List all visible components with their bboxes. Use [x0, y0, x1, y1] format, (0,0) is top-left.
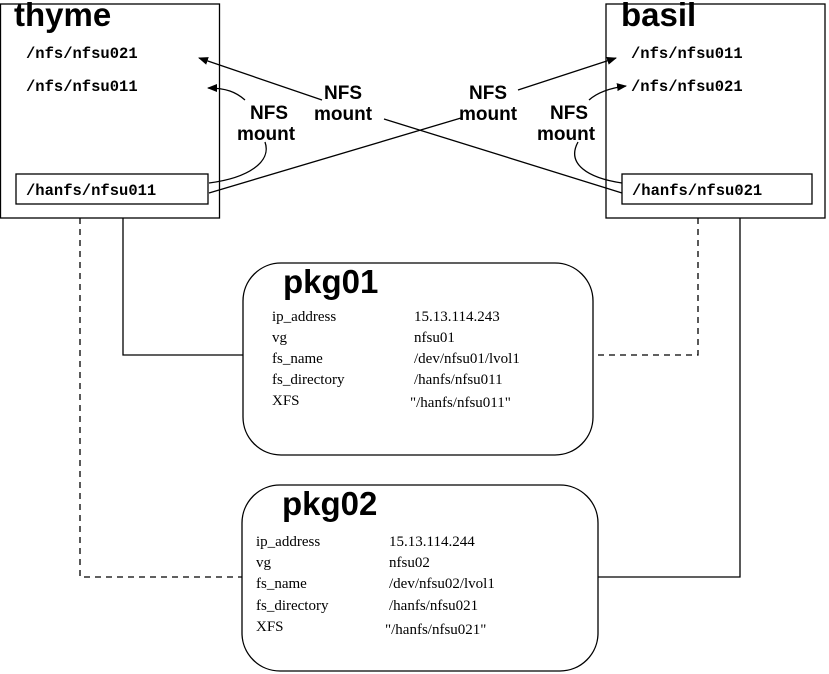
pkg02-attr-val-1: 15.13.114.244: [389, 534, 475, 550]
package-pkg02: pkg02 ip_address 15.13.114.244 vg nfsu02…: [241, 484, 599, 672]
basil-mount-label-2: mount: [537, 124, 596, 145]
pkg01-attr-val-2: nfsu01: [414, 330, 455, 346]
pkg01-box: [242, 262, 594, 456]
pkg01-title: pkg01: [283, 263, 378, 300]
pkg02-attr-key-2: vg: [256, 555, 272, 571]
pkg02-title: pkg02: [282, 485, 377, 522]
host-thyme: thyme /nfs/nfsu021 /nfs/nfsu011 /hanfs/n…: [0, 0, 296, 219]
basil-mount-label-1: NFS: [550, 103, 588, 124]
thyme-export-path: /hanfs/nfsu011: [26, 182, 156, 200]
pkg01-attr-key-1: ip_address: [272, 309, 336, 325]
link-thyme-pkg01-active: [122, 218, 243, 356]
cross-label-right-1: NFS: [469, 83, 507, 104]
pkg02-attr-key-5: XFS: [256, 619, 284, 635]
pkg02-attr-key-1: ip_address: [256, 534, 320, 550]
pkg01-attr-val-5: "/hanfs/nfsu011": [410, 395, 511, 411]
pkg01-attr-key-3: fs_name: [272, 351, 323, 367]
basil-mount-2: /nfs/nfsu021: [631, 78, 743, 96]
pkg01-attr-val-1: 15.13.114.243: [414, 309, 500, 325]
pkg02-attr-val-2: nfsu02: [389, 555, 430, 571]
pkg01-attr-key-2: vg: [272, 330, 288, 346]
host-basil-title: basil: [621, 0, 696, 33]
thyme-mount-label-1: NFS: [250, 103, 288, 124]
pkg02-attr-key-3: fs_name: [256, 576, 307, 592]
host-basil: basil /nfs/nfsu011 /nfs/nfsu021 /hanfs/n…: [537, 0, 826, 219]
thyme-mount-label-2: mount: [237, 124, 296, 145]
basil-export-box: [621, 173, 813, 205]
thyme-export-box: [15, 173, 209, 205]
package-pkg01: pkg01 ip_address 15.13.114.243 vg nfsu01…: [242, 262, 594, 456]
basil-export-path: /hanfs/nfsu021: [632, 182, 762, 200]
pkg01-attr-key-5: XFS: [272, 393, 300, 409]
arrow-basil-to-thyme: [199, 58, 623, 194]
thyme-mount-1: /nfs/nfsu021: [26, 45, 138, 63]
pkg02-box: [241, 484, 599, 672]
link-basil-pkg02-active: [598, 218, 741, 578]
pkg01-attr-val-3: /dev/nfsu01/lvol1: [414, 351, 520, 367]
host-thyme-title: thyme: [14, 0, 111, 33]
thyme-mount-2: /nfs/nfsu011: [26, 78, 138, 96]
link-basil-pkg01-standby: [593, 218, 699, 356]
pkg01-attr-key-4: fs_directory: [272, 372, 345, 388]
pkg02-attr-val-4: /hanfs/nfsu021: [389, 598, 478, 614]
pkg02-attr-val-5: "/hanfs/nfsu021": [385, 622, 486, 638]
pkg01-attr-val-4: /hanfs/nfsu011: [414, 372, 503, 388]
arrow-thyme-local-mount: [208, 88, 267, 184]
pkg02-attr-key-4: fs_directory: [256, 598, 329, 614]
pkg02-attr-val-3: /dev/nfsu02/lvol1: [389, 576, 495, 592]
cross-label-left-1: NFS: [324, 83, 362, 104]
cross-label-left-2: mount: [314, 104, 373, 125]
link-thyme-pkg02-standby: [79, 218, 242, 578]
cross-label-right-2: mount: [459, 104, 518, 125]
arrow-basil-local-mount: [574, 86, 626, 184]
basil-mount-1: /nfs/nfsu011: [631, 45, 743, 63]
